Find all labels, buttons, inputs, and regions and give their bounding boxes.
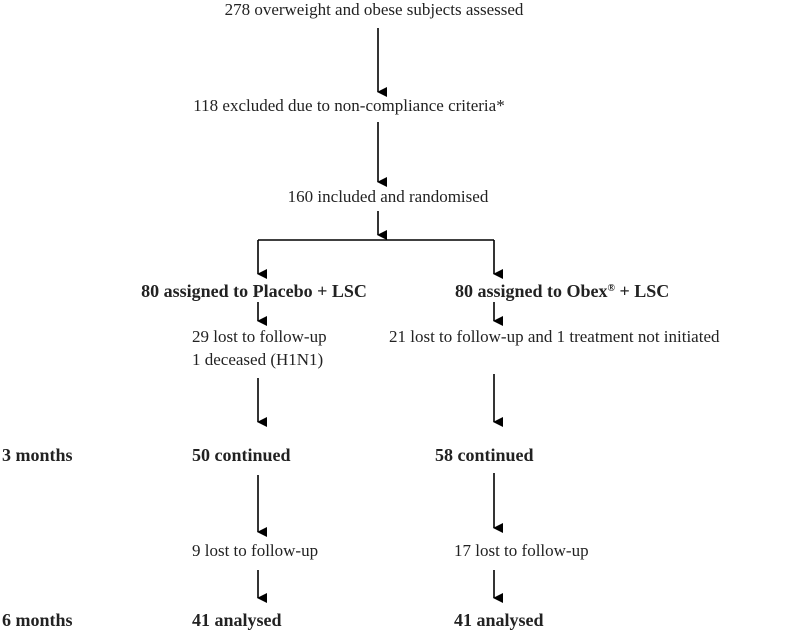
assessed-count-text: 278 overweight and obese subjects assess… <box>224 0 524 19</box>
obex-lost-later-text: 17 lost to follow-up <box>454 541 589 560</box>
placebo-assigned-text: 80 assigned to Placebo + LSC <box>141 281 367 301</box>
registered-mark: ® <box>607 283 616 294</box>
obex-assigned-text: 80 assigned to Obex® + LSC <box>455 281 669 301</box>
timepoint-3-months: 3 months <box>2 445 73 465</box>
obex-continued-text: 58 continued <box>435 445 534 465</box>
timepoint-6-months: 6 months <box>2 610 73 630</box>
excluded-count-text: 118 excluded due to non-compliance crite… <box>193 96 505 115</box>
placebo-lost-later-text: 9 lost to follow-up <box>192 541 319 560</box>
randomised-count-text: 160 included and randomised <box>287 187 489 206</box>
obex-lost-text: 21 lost to follow-up and 1 treatment not… <box>389 327 720 346</box>
placebo-deceased-text: 1 deceased (H1N1) <box>192 350 324 369</box>
obex-assigned-suffix: + LSC <box>615 281 670 301</box>
placebo-continued-text: 50 continued <box>192 445 291 465</box>
obex-analysed-text: 41 analysed <box>454 610 544 630</box>
placebo-lost-text: 29 lost to follow-up <box>192 327 327 346</box>
placebo-analysed-text: 41 analysed <box>192 610 282 630</box>
obex-assigned-prefix: 80 assigned to Obex <box>455 281 608 301</box>
